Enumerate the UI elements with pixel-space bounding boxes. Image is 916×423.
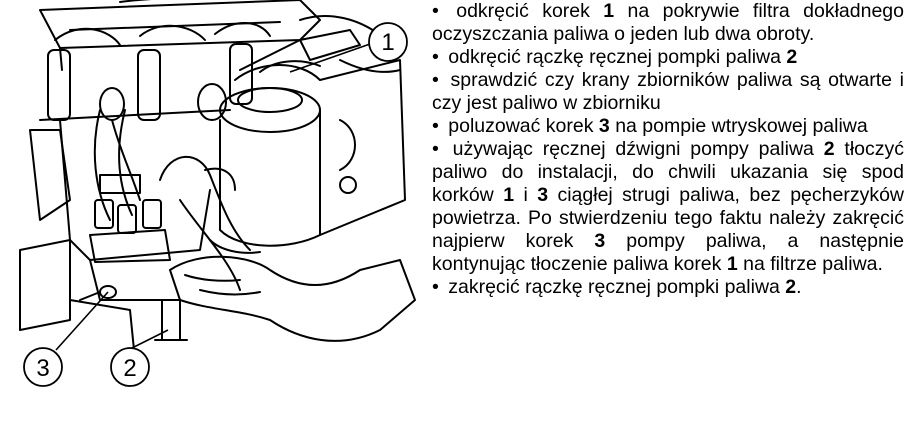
instruction-step: • sprawdzić czy krany zbiorników paliwa … xyxy=(432,69,904,115)
bullet-icon: • xyxy=(432,115,439,137)
component-ref-number: 2 xyxy=(823,138,835,160)
instruction-text: i xyxy=(514,184,538,206)
callout-1: 1 xyxy=(368,22,408,62)
component-ref-number: 3 xyxy=(594,230,606,252)
component-ref-number: 1 xyxy=(726,253,738,275)
instruction-text: . xyxy=(796,276,802,298)
bullet-icon: • xyxy=(432,0,439,22)
instruction-text: odkręcić rączkę ręcznej pompki paliwa xyxy=(448,46,787,68)
component-ref-number: 3 xyxy=(598,115,610,137)
instruction-step: • używając ręcznej dźwigni pompy paliwa … xyxy=(432,138,904,276)
callout-3-label: 3 xyxy=(36,355,49,382)
instruction-text: sprawdzić czy krany zbiorników paliwa są… xyxy=(432,69,905,114)
instruction-text: na filtrze paliwa. xyxy=(737,253,883,275)
bullet-icon: • xyxy=(432,276,439,298)
fuel-bleeding-instructions: • odkręcić korek 1 na pokrywie filtra do… xyxy=(432,0,904,299)
instruction-step: • zakręcić rączkę ręcznej pompki paliwa … xyxy=(432,276,904,299)
component-ref-number: 2 xyxy=(786,46,798,68)
instruction-step: • odkręcić rączkę ręcznej pompki paliwa … xyxy=(432,46,904,69)
component-ref-number: 1 xyxy=(603,0,615,22)
instruction-text: ciągłej strugi paliwa, bez pęcherzyków p… xyxy=(432,184,905,252)
callout-2: 2 xyxy=(110,347,150,387)
component-ref-number: 2 xyxy=(785,276,797,298)
bullet-icon: • xyxy=(432,46,439,68)
callout-3-leader xyxy=(55,291,109,351)
component-ref-number: 3 xyxy=(537,184,549,206)
instruction-text: zakręcić rączkę ręcznej pompki paliwa xyxy=(448,276,786,298)
callout-1-leader xyxy=(289,43,371,73)
callout-2-leader xyxy=(127,329,169,351)
instruction-text: na pokrywie filtra dokładnego oczyszczan… xyxy=(432,0,904,45)
engine-fuel-system-illustration: 1 3 2 xyxy=(19,0,416,387)
component-ref-number: 1 xyxy=(503,184,515,206)
instruction-text: poluzować korek xyxy=(448,115,599,137)
callout-3: 3 xyxy=(23,347,63,387)
bullet-icon: • xyxy=(432,138,439,160)
instruction-text: odkręcić korek xyxy=(456,0,604,22)
instruction-text: używając ręcznej dźwigni pompy paliwa xyxy=(452,138,824,160)
instruction-step: • odkręcić korek 1 na pokrywie filtra do… xyxy=(432,0,904,46)
callout-2-label: 2 xyxy=(123,355,136,382)
bullet-icon: • xyxy=(432,69,439,91)
instruction-text: na pompie wtryskowej paliwa xyxy=(609,115,868,137)
callout-1-label: 1 xyxy=(381,29,394,56)
instruction-text: tłoczyć paliwo do instalacji, do chwili … xyxy=(432,138,905,206)
instruction-text: pompy paliwa, a następnie kontynując tło… xyxy=(432,230,904,275)
instruction-step: • poluzować korek 3 na pompie wtryskowej… xyxy=(432,115,904,138)
